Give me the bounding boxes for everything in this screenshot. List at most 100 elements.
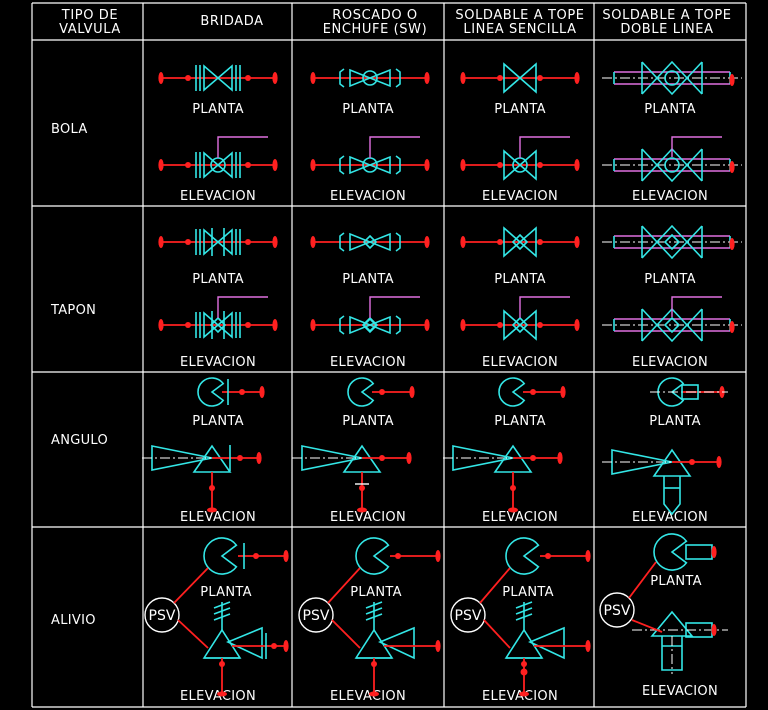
socket-bracket [395,68,401,88]
weld-dot [245,322,251,328]
valve-body [203,311,233,339]
weld-dot [520,668,528,676]
valve-stem [671,296,722,317]
weld-dot [510,485,516,491]
relief-body [202,628,242,659]
weld-dot [239,389,245,395]
angle-valve-body [347,377,375,407]
psv-instrument-bubble [450,597,486,633]
weld-dot [185,239,191,245]
ball-element [664,70,680,86]
plan-caption: PLANTA [644,102,696,117]
pipe-end-cap [729,238,735,250]
header-buttweld-double: DOBLE LINEA [620,22,713,37]
pipe-end-cap [283,640,289,652]
socket-bracket [339,68,345,88]
valve-body-double [641,224,703,260]
plan-caption: PLANTA [192,414,244,429]
angle-body [192,444,232,473]
pipe-line [327,567,361,604]
plug-element [511,316,529,334]
relief-outlet-cone [378,626,415,660]
valve-body [203,64,233,92]
valve-stem [519,136,570,158]
plan-caption: PLANTA [350,585,402,600]
relief-outlet-cone [528,626,565,660]
pipe-end-cap [259,386,265,398]
pipe-end-cap [406,452,412,464]
weld-dot [497,162,503,168]
outlet-pipe [681,384,699,400]
pipe-end-cap [711,624,717,636]
elevation-caption: ELEVACION [180,510,256,525]
valve-body [503,309,537,341]
pipe-end-cap [574,159,580,171]
relief-body [354,628,394,659]
valve-stem [369,136,420,158]
plan-caption: PLANTA [192,272,244,287]
plan-caption: PLANTA [650,574,702,589]
plug-element [511,233,529,251]
pipe-end-cap [272,72,278,84]
header-buttweld-single: SOLDABLE A TOPE [455,8,584,23]
row-label-alivio: ALIVIO [51,613,96,628]
pipe-end-cap [158,236,164,248]
header-threaded: ENCHUFE (SW) [323,22,428,37]
header-threaded: ROSCADO O [332,8,418,23]
weld-dot [497,75,503,81]
pipe-end-cap [460,236,466,248]
pipe-end-cap [460,159,466,171]
weld-dot [185,75,191,81]
elevation-caption: ELEVACION [482,189,558,204]
weld-dot [245,239,251,245]
inlet-pipe-double [661,636,683,671]
relief-outlet-cone [226,626,263,660]
header-buttweld-double: SOLDABLE A TOPE [602,8,731,23]
plan-caption: PLANTA [502,585,554,600]
angle-valve-body [197,377,225,407]
weld-dot [245,75,251,81]
plug-element [362,317,378,333]
elevation-caption: ELEVACION [330,189,406,204]
elevation-caption: ELEVACION [482,689,558,704]
plan-caption: PLANTA [494,272,546,287]
valve-body [203,151,233,179]
plan-caption: PLANTA [342,414,394,429]
elevation-caption: ELEVACION [632,189,708,204]
pipe-end-cap [158,72,164,84]
pipe-end-cap [310,236,316,248]
pipe-end-cap [409,386,415,398]
weld-dot [219,661,225,667]
pipe-end-cap [310,72,316,84]
pipe-end-cap [283,550,289,562]
pipe-end-cap [424,236,430,248]
angle-valve-body [203,537,238,575]
pipe-end-cap [424,319,430,331]
weld-dot [497,322,503,328]
spring-coil [515,613,533,621]
plan-caption: PLANTA [342,272,394,287]
pipe-end-cap [158,159,164,171]
spring-coil [365,601,383,609]
pipe-end-cap [585,640,591,652]
socket-bracket [339,155,345,175]
elevation-caption: ELEVACION [330,689,406,704]
valve-stem [671,136,722,157]
angle-body [342,444,382,473]
spring-coil [213,601,231,609]
spring-coil [515,601,533,609]
weld-dot [359,485,365,491]
socket-bracket [339,315,345,335]
spring-coil [365,607,383,615]
pipe-end-cap [272,159,278,171]
plug-element [362,234,378,250]
spring-coil [515,607,533,615]
header-buttweld-single: LINEA SENCILLA [463,22,576,37]
weld-dot [379,389,385,395]
angle-valve-body [498,377,526,407]
angle-body [493,444,533,473]
outlet-pipe [685,544,713,560]
pipe-end-cap [574,72,580,84]
